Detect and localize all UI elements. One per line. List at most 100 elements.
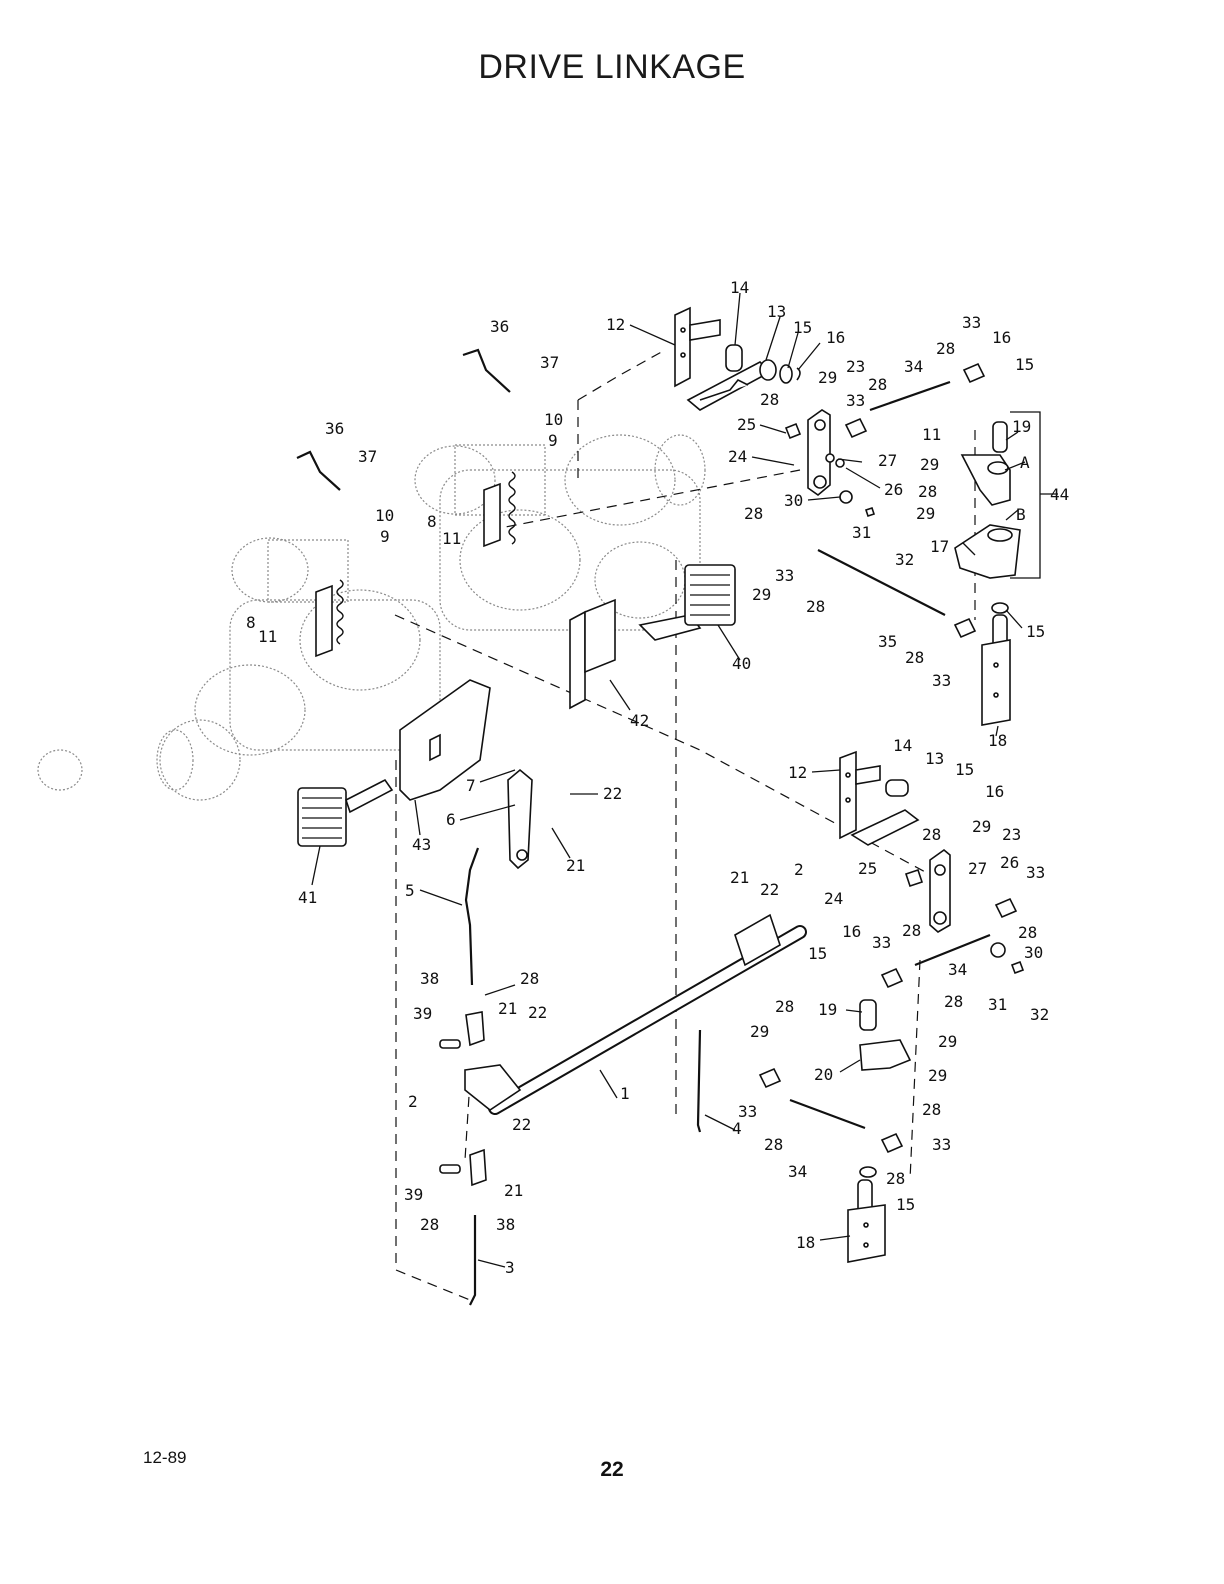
callout-15c: 15 [1026, 622, 1045, 641]
callout-28q: 28 [420, 1215, 439, 1234]
callout-35: 35 [878, 632, 897, 651]
callout-16d: 16 [842, 922, 861, 941]
callout-29g: 29 [750, 1022, 769, 1041]
rod-3 [469, 1215, 477, 1306]
callout-28b: 28 [760, 390, 779, 409]
clip-16-upper [796, 367, 801, 381]
callout-28i: 28 [902, 921, 921, 940]
rod-34-upper [869, 380, 951, 412]
callout-23a: 23 [846, 357, 865, 376]
washer-30-upper [839, 490, 853, 504]
callout-19b: 19 [818, 1000, 837, 1019]
callout-2b: 2 [408, 1092, 418, 1111]
washer-15-upper [779, 364, 793, 384]
callout-2a: 2 [794, 860, 804, 879]
callout-11b: 11 [258, 627, 277, 646]
callout-28n: 28 [764, 1135, 783, 1154]
callout-27b: 27 [968, 859, 987, 878]
callout-29a: 29 [818, 368, 837, 387]
callout-29d: 29 [916, 504, 935, 523]
callout-22c: 22 [528, 1003, 547, 1022]
callout-28m: 28 [922, 1100, 941, 1119]
callout-4: 4 [732, 1119, 742, 1138]
callout-20: 20 [814, 1065, 833, 1084]
pedal-41 [297, 778, 394, 847]
callout-14: 14 [730, 278, 749, 297]
arm-23-upper [807, 409, 831, 497]
callout-24b: 24 [824, 889, 843, 908]
callout-28g: 28 [905, 648, 924, 667]
callout-41: 41 [298, 888, 317, 907]
swivel-33-upper-b [962, 362, 986, 384]
spring-9-upper [483, 471, 516, 548]
callout-28j: 28 [1018, 923, 1037, 942]
callout-37b: 37 [358, 447, 377, 466]
rod-36-lower [296, 450, 341, 491]
swivel-33-upper-a [844, 417, 868, 439]
callout-21d: 21 [504, 1181, 523, 1200]
bracket-42 [569, 598, 616, 710]
spring-9-lower [315, 579, 344, 658]
callout-40: 40 [732, 654, 751, 673]
stud-25-upper [784, 422, 802, 440]
callout-29e: 29 [972, 817, 991, 836]
callout-15f: 15 [896, 1195, 915, 1214]
rod-36-upper [462, 348, 511, 393]
bracket-43 [399, 679, 491, 801]
callout-37: 37 [540, 353, 559, 372]
callout-25b: 25 [858, 859, 877, 878]
pin-39-upper [439, 1039, 461, 1049]
callout-28a: 28 [868, 375, 887, 394]
callout-18b: 18 [796, 1233, 815, 1252]
lever-7 [507, 768, 533, 870]
upper-transaxle-ghost [414, 434, 706, 631]
callout-8b: 8 [246, 613, 256, 632]
pin-14-lower [885, 779, 909, 797]
callout-28h: 28 [922, 825, 941, 844]
callout-9b: 9 [380, 527, 390, 546]
mount-18-upper [981, 614, 1011, 726]
leader-lines [311, 292, 1058, 1268]
callout-22d: 22 [512, 1115, 531, 1134]
callout-10: 10 [544, 410, 563, 429]
callout-42: 42 [630, 711, 649, 730]
callout-28o: 28 [886, 1169, 905, 1188]
callout-33f: 33 [872, 933, 891, 952]
callout-33c: 33 [775, 566, 794, 585]
callout-1: 1 [620, 1084, 630, 1103]
arm-13-lower [850, 809, 920, 846]
callout-44: 44 [1050, 485, 1069, 504]
callout-33b: 33 [962, 313, 981, 332]
callout-19a: 19 [1012, 417, 1031, 436]
bolt-32-lower [1010, 960, 1025, 975]
callout-32b: 32 [1030, 1005, 1049, 1024]
callout-29h: 29 [928, 1066, 947, 1085]
callout-22a: 22 [603, 784, 622, 803]
callout-31a: 31 [852, 523, 871, 542]
cross-shaft-1 [464, 913, 807, 1115]
callout-13: 13 [767, 302, 786, 321]
revision-date: 12-89 [143, 1448, 187, 1467]
washer-15-upper-b [991, 602, 1009, 614]
pin-39-lower [439, 1164, 461, 1174]
washer-15-lower [859, 1166, 877, 1178]
callout-28e: 28 [806, 597, 825, 616]
bushing-19-lower [859, 999, 877, 1031]
bracket-12-upper [674, 306, 721, 388]
callout-28c: 28 [936, 339, 955, 358]
pin-14-upper [725, 344, 743, 372]
swivel-33-lower-d [880, 1132, 904, 1154]
callout-21a: 21 [566, 856, 585, 875]
callout-33a: 33 [846, 391, 865, 410]
callout-36b: 36 [325, 419, 344, 438]
arm-23-lower [929, 848, 951, 933]
callout-15e: 15 [808, 944, 827, 963]
callout-23b: 23 [1002, 825, 1021, 844]
callout-30a: 30 [784, 491, 803, 510]
swivel-33-lower-b [880, 967, 904, 989]
callout-5: 5 [405, 881, 415, 900]
callout-39b: 39 [404, 1185, 423, 1204]
callout-3: 3 [505, 1258, 515, 1277]
callout-8: 8 [427, 512, 437, 531]
